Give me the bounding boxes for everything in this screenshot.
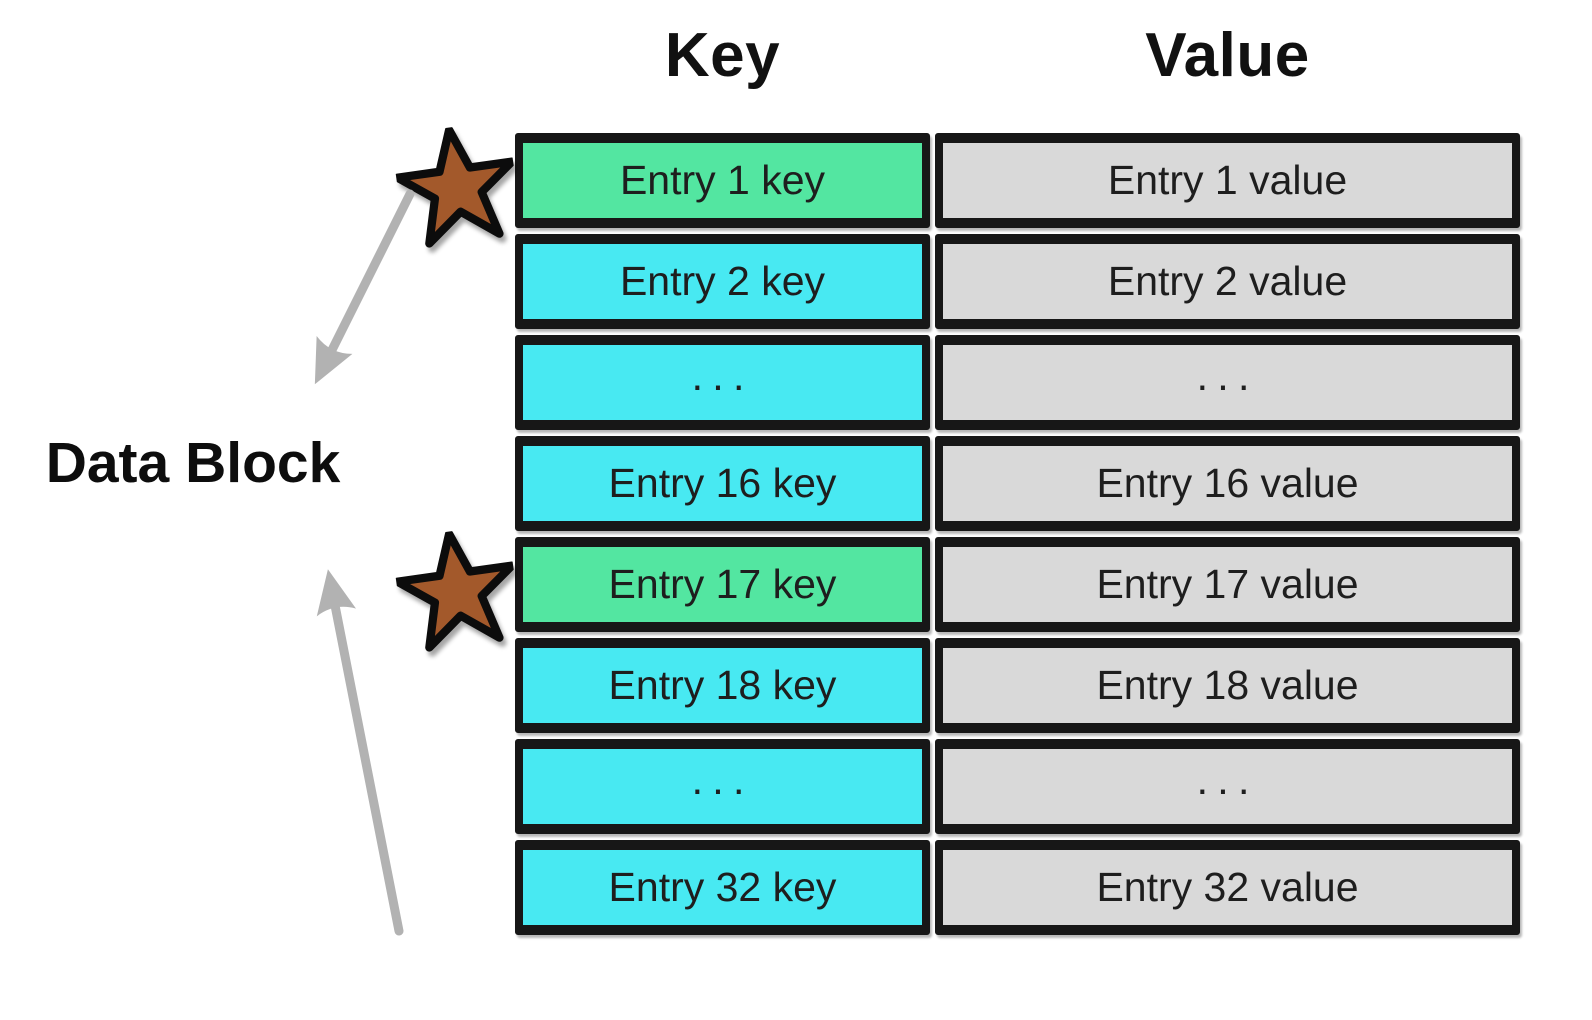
value-cell: Entry 18 value <box>935 638 1520 733</box>
arrow-down-icon <box>314 189 415 385</box>
key-cell: Entry 32 key <box>515 840 930 935</box>
value-cell: Entry 1 value <box>935 133 1520 228</box>
star-icon <box>393 125 517 248</box>
value-column-header: Value <box>1145 21 1310 90</box>
table-row: ...... <box>515 335 1520 430</box>
key-cell: Entry 16 key <box>515 436 930 531</box>
key-cell: Entry 17 key <box>515 537 930 632</box>
table-row: ...... <box>515 739 1520 834</box>
key-cell: Entry 18 key <box>515 638 930 733</box>
value-cell: ... <box>935 335 1520 430</box>
arrow-up-icon <box>316 569 404 936</box>
key-cell: Entry 1 key <box>515 133 930 228</box>
star-icon <box>393 529 517 652</box>
value-cell: Entry 2 value <box>935 234 1520 329</box>
value-cell: ... <box>935 739 1520 834</box>
key-cell: Entry 2 key <box>515 234 930 329</box>
value-cell: Entry 32 value <box>935 840 1520 935</box>
key-cell: ... <box>515 739 930 834</box>
data-block-label: Data Block <box>45 431 341 495</box>
key-cell: ... <box>515 335 930 430</box>
value-cell: Entry 17 value <box>935 537 1520 632</box>
key-column-header: Key <box>664 21 781 90</box>
value-cell: Entry 16 value <box>935 436 1520 531</box>
